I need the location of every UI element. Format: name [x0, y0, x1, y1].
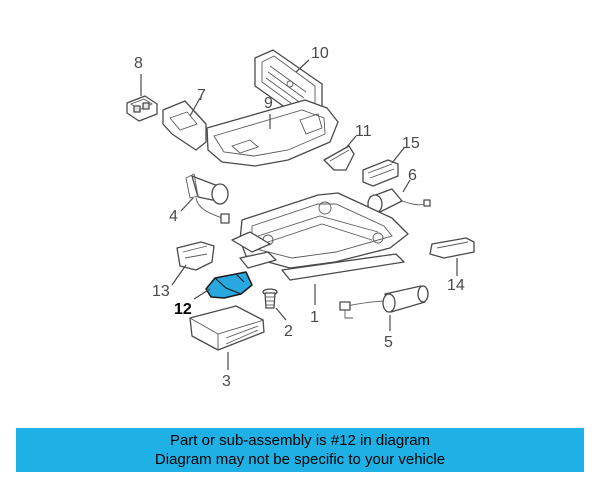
part-13-bracket — [176, 241, 215, 271]
callout-15: 15 — [402, 135, 420, 152]
part-8-switch — [126, 95, 158, 122]
callout-7: 7 — [197, 87, 206, 104]
notice-banner: Part or sub-assembly is #12 in diagram D… — [16, 428, 584, 472]
leader-7 — [189, 97, 201, 117]
part-1-seat-frame — [231, 192, 409, 281]
callout-2: 2 — [284, 323, 293, 340]
callout-3: 3 — [222, 373, 231, 390]
seat-parts-diagram: 8 7 10 9 11 15 — [126, 45, 475, 390]
callout-4: 4 — [169, 208, 178, 225]
part-9-trim — [206, 99, 339, 167]
callout-13: 13 — [152, 283, 170, 300]
leader-2 — [275, 307, 287, 321]
leader-13 — [171, 264, 187, 286]
part-15-bracket — [362, 159, 399, 187]
leader-12 — [193, 288, 211, 300]
part-4-motor — [185, 173, 230, 224]
callout-10: 10 — [311, 45, 329, 62]
leader-4 — [180, 197, 194, 212]
part-3-module — [189, 305, 265, 351]
callout-6: 6 — [408, 167, 417, 184]
part-14-trim — [429, 237, 475, 259]
leader-10 — [295, 59, 310, 73]
callout-1: 1 — [310, 309, 319, 326]
callout-12: 12 — [174, 301, 192, 318]
leader-6 — [402, 179, 411, 193]
part-5-motor — [339, 285, 429, 319]
leader-11 — [345, 135, 357, 149]
part-12-highlighted-bracket — [205, 271, 253, 299]
part-2-bolt — [262, 288, 278, 309]
banner-line-2: Diagram may not be specific to your vehi… — [154, 451, 446, 468]
part-7-cover — [162, 100, 207, 151]
part-11-trim — [323, 145, 355, 171]
banner-line-1: Part or sub-assembly is #12 in diagram — [169, 432, 431, 449]
callout-11: 11 — [355, 123, 372, 140]
callout-9: 9 — [264, 95, 273, 112]
leader-15 — [391, 147, 405, 164]
part-6-motor — [367, 188, 431, 214]
callout-14: 14 — [447, 277, 465, 294]
callout-8: 8 — [134, 55, 143, 72]
callout-5: 5 — [384, 334, 393, 351]
